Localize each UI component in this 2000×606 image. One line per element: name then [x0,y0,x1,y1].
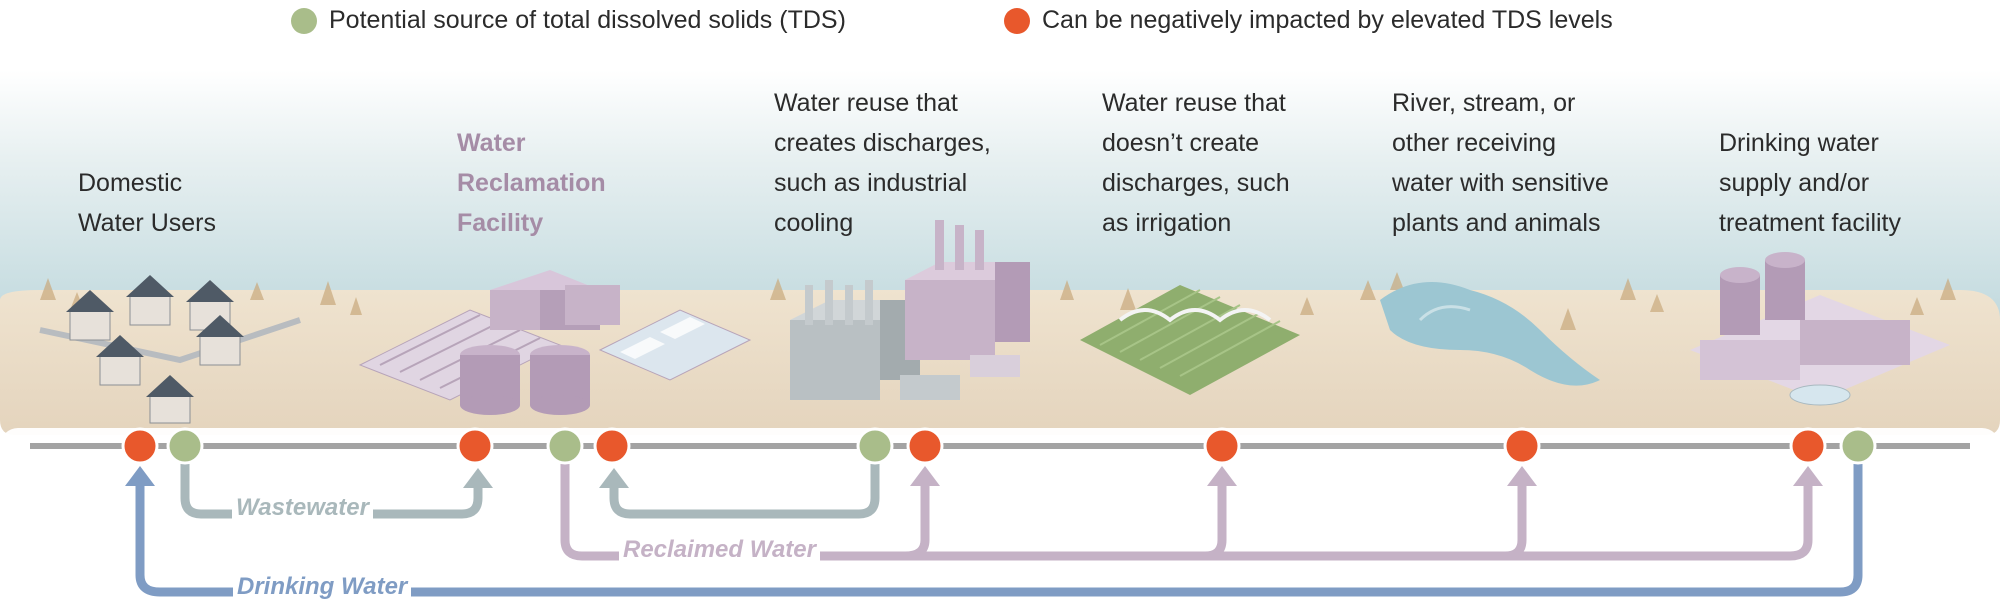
reclaimed-arrowhead-icon [910,466,940,486]
reclaimed-arrowhead-icon [1207,466,1237,486]
impact-marker-drinking [1789,427,1827,465]
stage-label-line: Water reuse that [1102,89,1286,117]
impact-marker-domestic [121,427,159,465]
reclaimed-arrowhead-icon [1793,466,1823,486]
impact-dot-icon [1004,7,1030,34]
stage-label-reclamation: Water Reclamation Facility [457,123,606,243]
river-illustration [1380,282,1600,386]
legend-impact: Can be negatively impacted by elevated T… [1004,6,1613,35]
stage-label-drinking: Drinking water supply and/or treatment f… [1719,123,1901,243]
stage-label-line: Drinking water [1719,129,1879,157]
impact-marker-industrial [906,427,944,465]
houses-illustration [39,275,301,424]
stage-label-line: plants and animals [1392,209,1601,237]
source-marker-domestic [166,427,204,465]
stage-label-line: doesn’t create [1102,129,1260,157]
stage-label-line: treatment facility [1719,209,1902,237]
stage-label-line: River, stream, or [1392,89,1576,117]
legend-source: Potential source of total dissolved soli… [291,6,846,35]
drinking-facility-illustration [1690,252,1950,406]
reclamation-facility-illustration [358,270,752,415]
wastewater-arrowheads [463,468,629,488]
legend-source-label: Potential source of total dissolved soli… [329,6,846,34]
wastewater-label: Wastewater [232,494,373,522]
drinking-arrowhead-icon [125,466,155,486]
stage-label-irrigation: Water reuse that doesn’t create discharg… [1102,83,1290,243]
impact-marker-irrigation [1203,427,1241,465]
stage-label-line: Facility [457,209,544,237]
stage-label-line: cooling [774,209,854,237]
stage-label-line: creates discharges, [774,129,991,157]
source-marker-drinking [1839,427,1877,465]
wastewater-arrowhead-icon [599,468,629,488]
stage-label-line: supply and/or [1719,169,1870,197]
timeline-markers [121,427,1877,465]
drinking-water-flow [135,455,1863,597]
reclaimed-arrowhead-icon [1507,466,1537,486]
stage-label-line: such as industrial [774,169,968,197]
impact-marker-reclamation-2 [593,427,631,465]
source-dot-icon [291,7,317,34]
industrial-illustration [790,220,1030,400]
irrigation-illustration [1080,285,1300,395]
legend-impact-label: Can be negatively impacted by elevated T… [1042,6,1613,34]
stage-label-line: water with sensitive [1392,169,1609,197]
stage-label-line: Domestic [78,169,183,197]
stage-label-line: as irrigation [1102,209,1232,237]
stage-label-domestic: Domestic Water Users [78,163,216,243]
stage-label-receiving: River, stream, or other receiving water … [1392,83,1609,243]
stage-label-line: discharges, such [1102,169,1290,197]
stage-label-line: Water Users [78,209,216,237]
stage-label-line: Water [457,129,526,157]
stage-label-line: Reclamation [457,169,606,197]
impact-marker-receiving [1503,427,1541,465]
source-marker-reclamation [546,427,584,465]
impact-marker-reclamation [456,427,494,465]
stage-label-industrial: Water reuse that creates discharges, suc… [774,83,991,243]
reclaimed-water-label: Reclaimed Water [619,536,820,564]
legend: Potential source of total dissolved soli… [0,6,2000,40]
stage-label-line: Water reuse that [774,89,958,117]
wastewater-arrowhead-icon [463,468,493,488]
stage-label-line: other receiving [1392,129,1556,157]
reclaimed-arrowheads [910,466,1823,486]
source-marker-industrial [856,427,894,465]
drinking-water-label: Drinking Water [233,573,412,601]
